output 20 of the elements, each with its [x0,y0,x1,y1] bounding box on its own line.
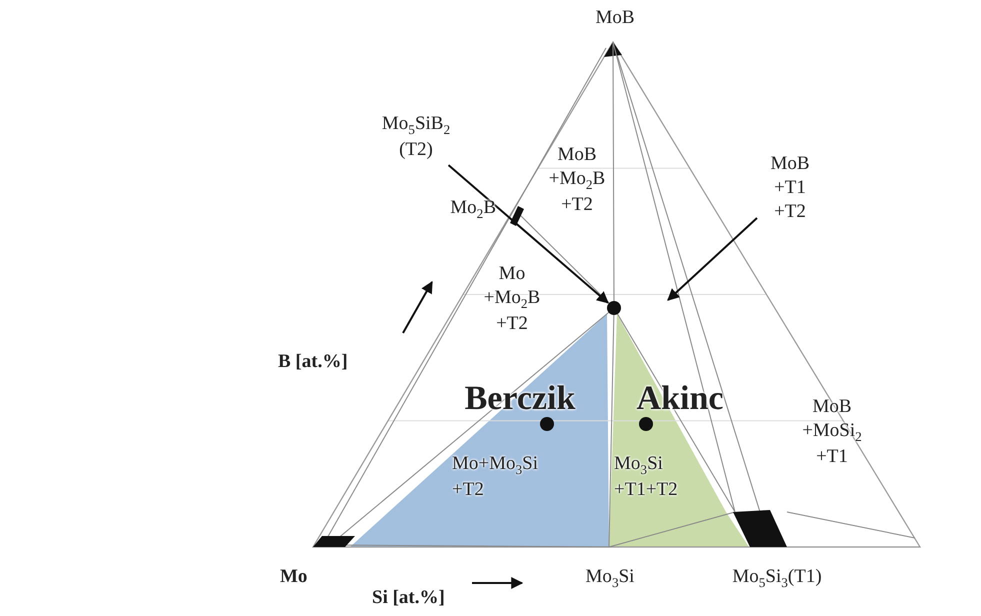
leader-arrow [448,164,609,304]
vertex-label: Mo$_{5}$Si$_{3}$(T1) [731,565,823,592]
axis-title: B [at.%] [278,350,349,374]
region-label: MoB +MoSi$_{2}$ +T1 [801,395,863,469]
leader-arrow [667,217,758,301]
vertex-label: Mo$_{3}$Si [584,565,636,592]
phase-label: Mo$_{2}$B [449,196,496,222]
axis-title: Si [at.%] [372,586,446,610]
alloy-label: Akinc [636,379,724,419]
phase-point [607,301,621,315]
alloy-label: Berczik [464,379,576,419]
region-label: Mo+Mo$_{3}$Si +T2 [452,452,540,502]
region-label: MoB +Mo$_{2}$B +T2 [548,143,606,217]
phase-region [612,42,736,512]
region-label: Mo +Mo$_{2}$B +T2 [482,262,542,336]
phase-label: Mo$_{5}$SiB$_{2}$ (T2) [375,112,457,162]
region-label: MoB +T1 +T2 [760,152,820,224]
region-label: Mo$_{3}$Si +T1+T2 [614,452,679,502]
vertex-label: MoB [594,6,636,30]
vertex-label: Mo [280,565,308,589]
